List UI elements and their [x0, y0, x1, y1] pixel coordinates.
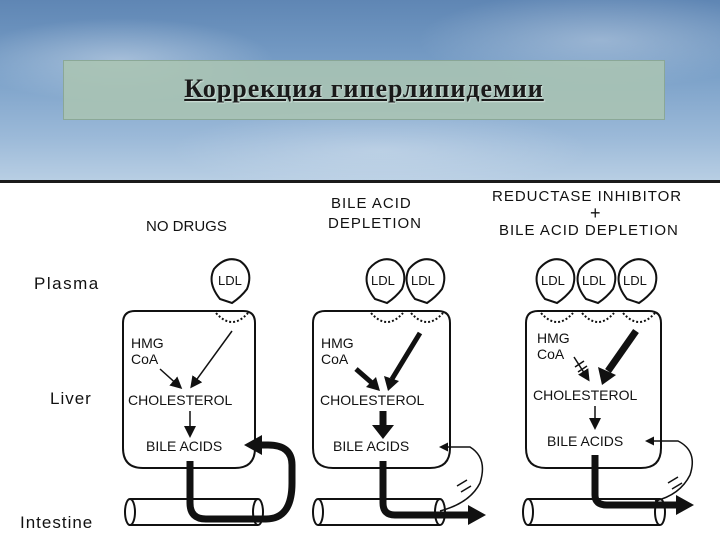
panel-no-drugs: NO DRUGS LDL HMG CoA CHOLESTEROL BILE AC… [122, 218, 296, 526]
panel3-liver-cell [525, 310, 662, 469]
svg-text:LDL: LDL [218, 273, 242, 288]
panel1-arrow-ldl-chol [190, 330, 233, 389]
panel3-heading-line2: BILE ACID DEPLETION [499, 222, 679, 239]
panel3-bile-acids: BILE ACIDS [547, 433, 623, 449]
panel3-cholesterol: CHOLESTEROL [533, 387, 637, 403]
svg-text:LDL: LDL [623, 273, 647, 288]
panel2-ldl-2: LDL [405, 258, 446, 323]
panel3-hmg: HMG [537, 330, 570, 346]
title-banner: Коррекция гиперлипидемии [63, 60, 665, 120]
panel1-heading: NO DRUGS [146, 218, 227, 235]
panel2-liver-cell [312, 310, 451, 469]
svg-text:LDL: LDL [582, 273, 606, 288]
panel2-heading-line1: BILE ACID [331, 195, 412, 212]
panel3-heading-plus: + [590, 203, 601, 223]
svg-text:LDL: LDL [371, 273, 395, 288]
panel2-cholesterol: CHOLESTEROL [320, 392, 424, 408]
row-label-plasma: Plasma [34, 274, 100, 293]
panel3-excretion-arrow [591, 455, 678, 509]
svg-text:LDL: LDL [541, 273, 565, 288]
panel2-coa: CoA [321, 351, 349, 367]
panel-reductase-inhibitor: REDUCTASE INHIBITOR + BILE ACID DEPLETIO… [492, 188, 694, 526]
panel3-ldl-3: LDL [617, 258, 658, 323]
panel3-blocked-coa-chol [573, 356, 590, 382]
svg-text:LDL: LDL [411, 273, 435, 288]
panel2-hmg: HMG [321, 335, 354, 351]
panel1-bile-acids: BILE ACIDS [146, 438, 222, 454]
panel-bile-acid-depletion: BILE ACID DEPLETION LDL LDL HMG CoA CHOL… [312, 195, 486, 526]
panel3-heading-line1: REDUCTASE INHIBITOR [492, 188, 682, 205]
panel1-coa: CoA [131, 351, 159, 367]
panel2-blocked-recycle [439, 442, 484, 512]
panel2-ldl-1: LDL [365, 258, 406, 323]
panel3-coa: CoA [537, 346, 565, 362]
panel3-ldl-2: LDL [576, 258, 617, 323]
row-label-intestine: Intestine [20, 513, 93, 532]
panel2-excretion-arrow [379, 461, 470, 519]
panel1-cholesterol: CHOLESTEROL [128, 392, 232, 408]
panel1-ldl-1: LDL [210, 258, 251, 323]
panel2-bile-acids: BILE ACIDS [333, 438, 409, 454]
divider-line [0, 180, 720, 183]
cholesterol-diagram: Plasma Liver Intestine NO DRUGS LDL HMG … [0, 183, 720, 540]
panel2-arrow-ldl-chol [389, 331, 423, 381]
panel2-heading-line2: DEPLETION [328, 215, 422, 232]
panel1-arrow-coa-chol [159, 368, 183, 390]
row-label-liver: Liver [50, 389, 92, 408]
panel3-arrow-ldl-chol [605, 328, 639, 374]
panel2-arrow-coa-chol [354, 367, 374, 385]
panel3-ldl-1: LDL [535, 258, 576, 323]
panel1-hmg: HMG [131, 335, 164, 351]
panel1-recycle-arrow [186, 441, 296, 523]
slide-title: Коррекция гиперлипидемии [184, 74, 544, 103]
panel3-blocked-recycle [645, 436, 693, 502]
panel3-intestine [522, 498, 666, 526]
